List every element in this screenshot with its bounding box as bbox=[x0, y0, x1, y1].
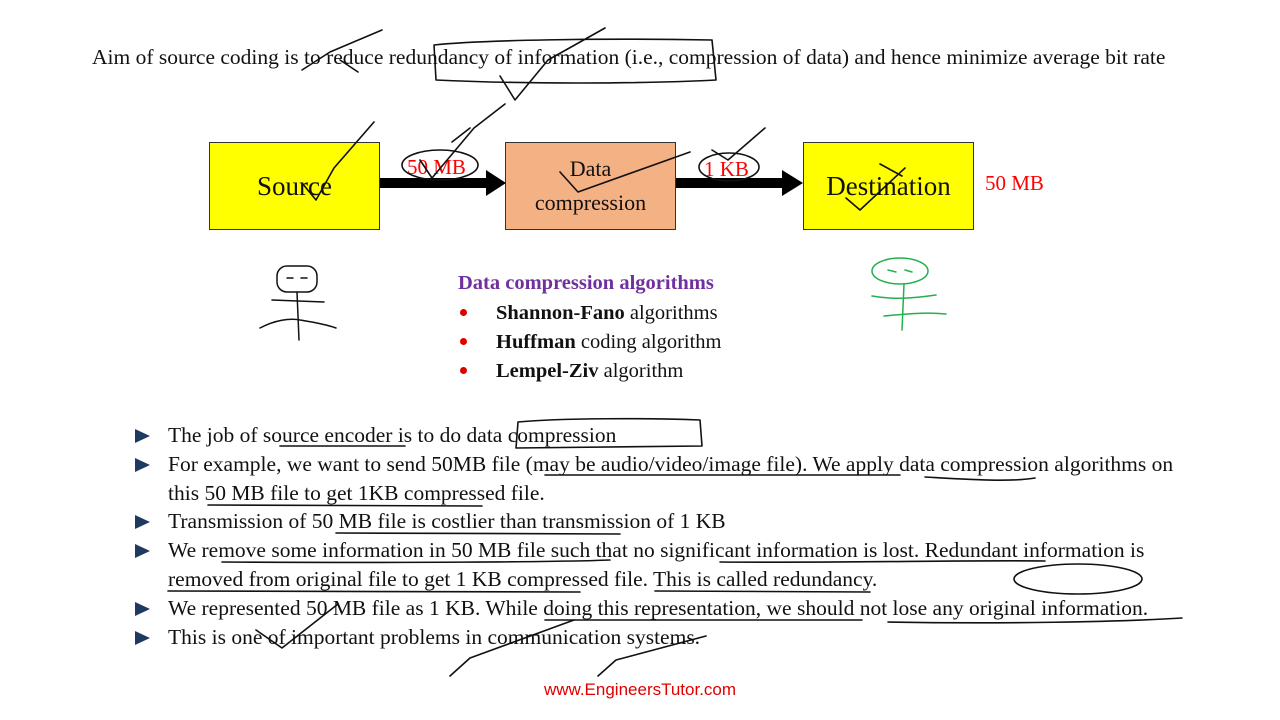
bullet-text: This is one of important problems in com… bbox=[168, 624, 701, 649]
stick-figure-sender-icon bbox=[259, 265, 337, 341]
source-box: Source bbox=[209, 142, 380, 230]
bullet-dot-icon bbox=[460, 367, 467, 374]
bullet-item: We represented 50 MB file as 1 KB. While… bbox=[135, 594, 1195, 623]
bullet-text: We represented 50 MB file as 1 KB. While… bbox=[168, 595, 1149, 620]
algorithm-item: Lempel-Ziv algorithm bbox=[458, 358, 722, 387]
arrow1-label: 50 MB bbox=[407, 155, 466, 179]
explanation-bullets: The job of source encoder is to do data … bbox=[135, 421, 1195, 651]
algorithm-desc: algorithm bbox=[598, 360, 684, 382]
bullet-text: We remove some information in 50 MB file… bbox=[168, 538, 1145, 591]
output-size-label: 50 MB bbox=[985, 171, 1044, 195]
algorithm-desc: algorithms bbox=[624, 302, 718, 324]
website-footer: www.EngineersTutor.com bbox=[543, 680, 737, 699]
algorithm-item: Huffman coding algorithm bbox=[458, 329, 722, 358]
algorithms-title: Data compression algorithms bbox=[458, 272, 714, 294]
bullet-triangle-icon bbox=[135, 429, 150, 443]
destination-box: Destination bbox=[803, 142, 974, 230]
bullet-dot-icon bbox=[460, 338, 467, 345]
bullet-item: Transmission of 50 MB file is costlier t… bbox=[135, 507, 1195, 536]
bullet-triangle-icon bbox=[135, 515, 150, 530]
bullet-item: This is one of important problems in com… bbox=[135, 623, 1195, 652]
bullet-item: We remove some information in 50 MB file… bbox=[135, 536, 1195, 594]
arrow2-label: 1 KB bbox=[704, 157, 749, 181]
source-label: Source bbox=[257, 170, 332, 201]
bullet-dot-icon bbox=[460, 309, 467, 316]
destination-label: Destination bbox=[826, 170, 951, 201]
tick-mark-icon bbox=[711, 127, 766, 161]
tick-mark-icon bbox=[451, 127, 471, 143]
algorithm-name: Shannon-Fano bbox=[496, 302, 625, 324]
bullet-text: For example, we want to send 50MB file (… bbox=[168, 451, 1174, 505]
bullet-triangle-icon bbox=[135, 544, 150, 559]
compression-label-line1: Data bbox=[569, 156, 612, 181]
algorithm-desc: coding algorithm bbox=[575, 331, 722, 353]
data-compression-box: Data compression bbox=[505, 142, 676, 230]
bullet-item: The job of source encoder is to do data … bbox=[135, 421, 1195, 450]
algorithms-list: Shannon-Fano algorithms Huffman coding a… bbox=[458, 300, 722, 387]
bullet-triangle-icon bbox=[135, 457, 150, 472]
bullet-triangle-icon bbox=[135, 630, 150, 645]
compression-label-line2: compression bbox=[534, 190, 647, 215]
algorithm-item: Shannon-Fano algorithms bbox=[458, 300, 722, 329]
stick-figure-receiver-icon bbox=[871, 257, 947, 331]
bullet-item: For example, we want to send 50MB file (… bbox=[135, 450, 1195, 508]
intro-text: Aim of source coding is to reduce redund… bbox=[92, 45, 1166, 69]
bullet-triangle-icon bbox=[135, 601, 150, 616]
bullet-text: Transmission of 50 MB file is costlier t… bbox=[168, 509, 726, 534]
algorithm-name: Lempel-Ziv bbox=[496, 360, 599, 382]
algorithm-name: Huffman bbox=[496, 331, 576, 353]
bullet-text: The job of source encoder is to do data … bbox=[168, 423, 617, 447]
